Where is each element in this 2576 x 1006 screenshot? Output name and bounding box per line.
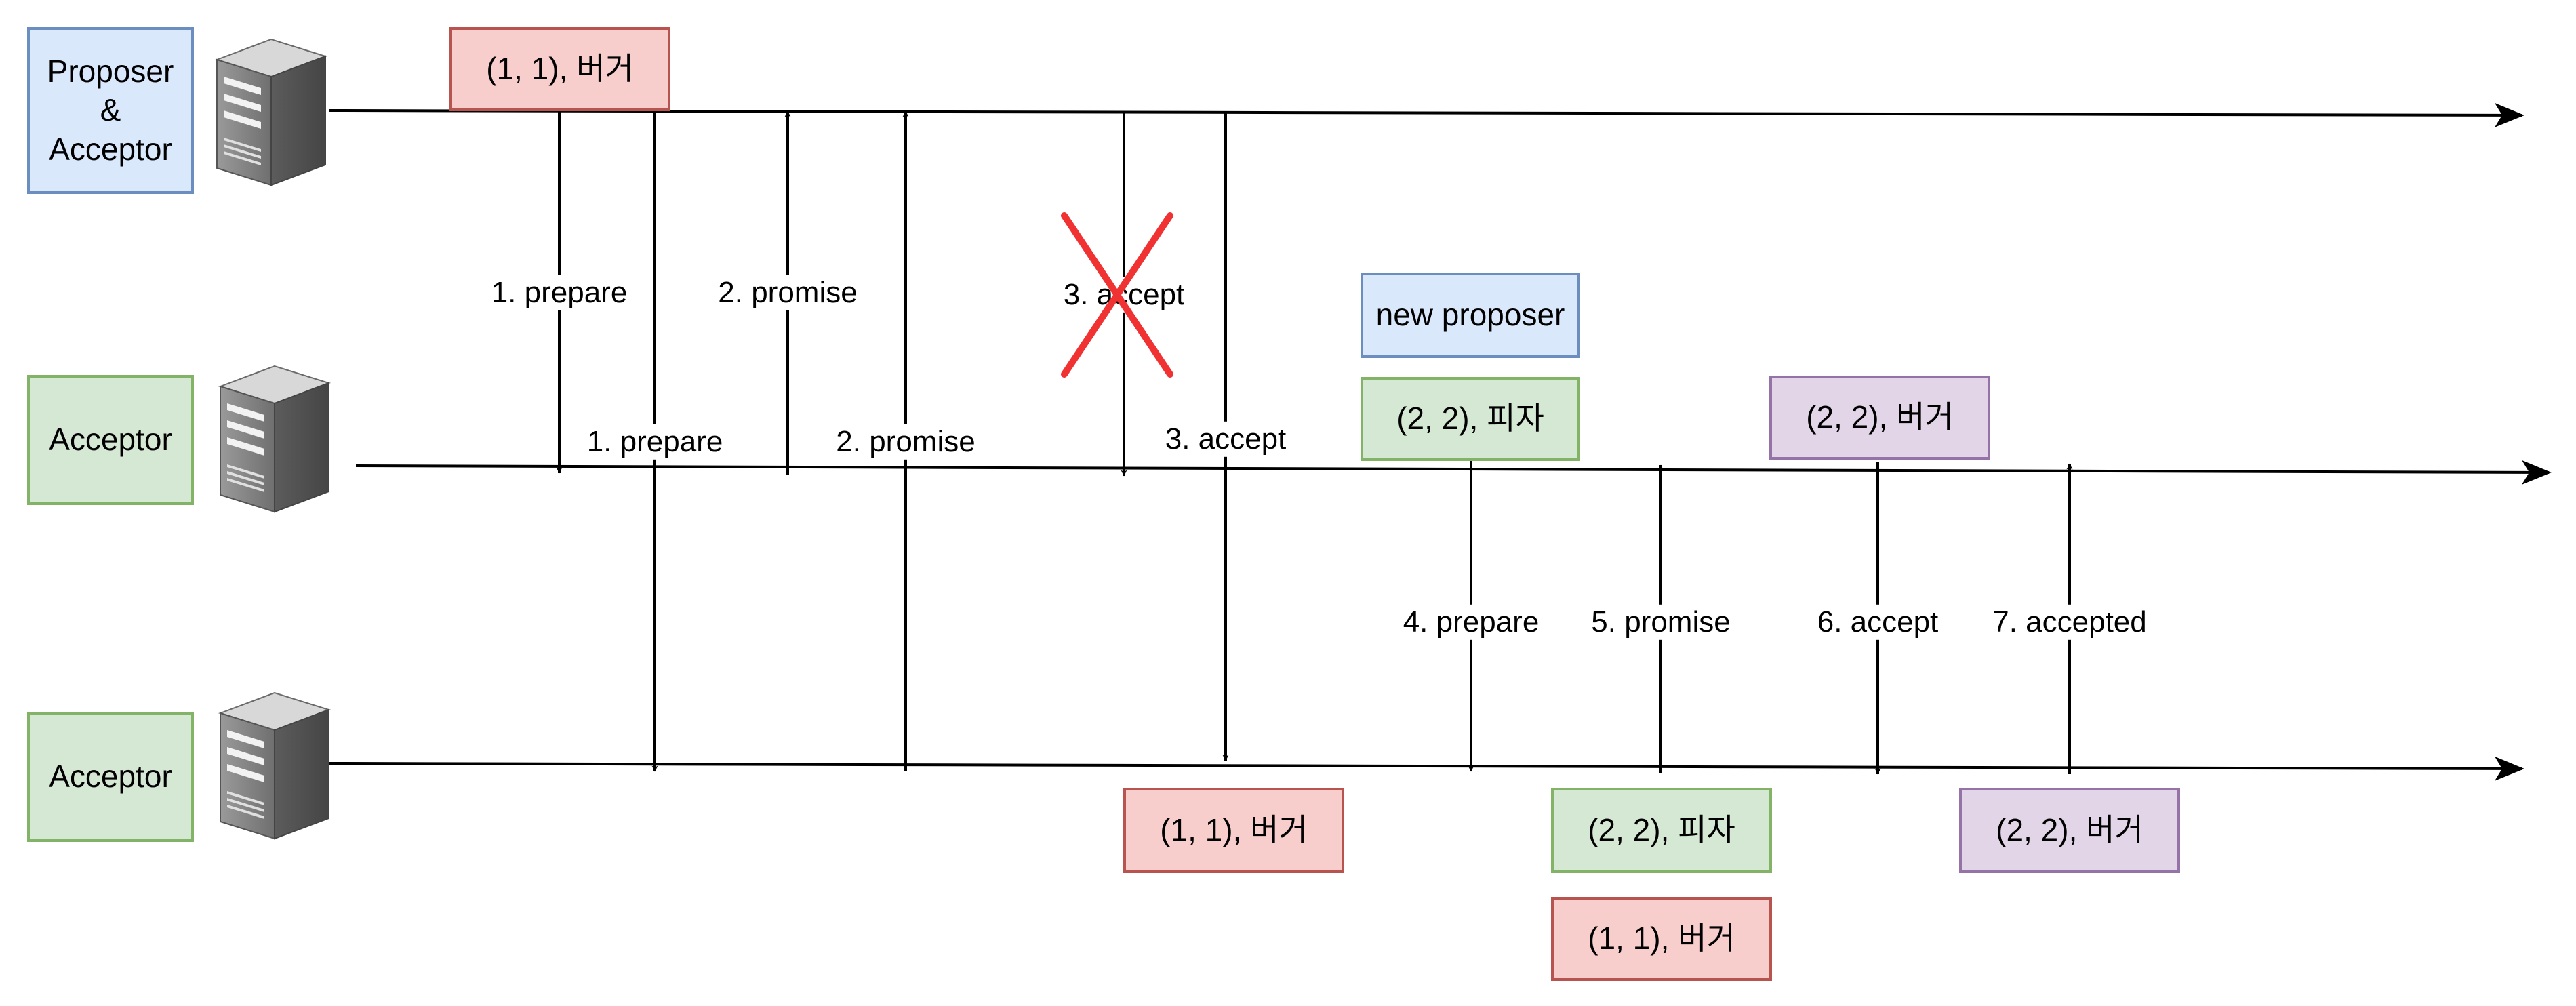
msg-label-accepted-7: 7. accepted	[1988, 604, 2151, 641]
value-box-mid-purple: (2, 2), 버거	[1769, 376, 1990, 460]
timeline-acceptor-3	[328, 756, 2524, 781]
msg-label-accept-6: 6. accept	[1813, 604, 1943, 641]
msg-label-promise-2a: 2. promise	[714, 275, 862, 311]
server-icon	[220, 365, 329, 512]
role-label: Proposer	[47, 53, 174, 89]
role-label: &	[100, 92, 121, 128]
acceptor-3-box: Acceptor	[27, 712, 194, 842]
value-box-bot-red-2: (1, 1), 버거	[1551, 897, 1772, 981]
msg-label-accept-3b: 3. accept	[1161, 421, 1291, 458]
value-box-mid-green: (2, 2), 피자	[1361, 377, 1580, 461]
msg-label-promise-5: 5. promise	[1587, 604, 1735, 641]
msg-label-prepare-4: 4. prepare	[1398, 604, 1544, 641]
proposer-acceptor-box: Proposer & Acceptor	[27, 27, 194, 194]
msg-label-accept-3a: 3. accept	[1059, 277, 1189, 313]
timeline-proposer	[328, 102, 2524, 127]
value-box-bot-green: (2, 2), 피자	[1551, 788, 1772, 873]
server-icon	[220, 692, 329, 839]
server-icon	[216, 39, 326, 186]
timeline-acceptor-2	[355, 460, 2552, 485]
value-box-top-red: (1, 1), 버거	[449, 27, 670, 111]
new-proposer-box: new proposer	[1361, 273, 1580, 358]
value-box-bot-red-1: (1, 1), 버거	[1123, 788, 1344, 873]
role-label: Acceptor	[49, 131, 172, 167]
value-box-bot-purple: (2, 2), 버거	[1959, 788, 2180, 873]
msg-label-prepare-1b: 1. prepare	[582, 424, 727, 460]
msg-label-prepare-1a: 1. prepare	[487, 275, 632, 311]
acceptor-2-box: Acceptor	[27, 375, 194, 505]
msg-label-promise-2b: 2. promise	[832, 424, 980, 460]
